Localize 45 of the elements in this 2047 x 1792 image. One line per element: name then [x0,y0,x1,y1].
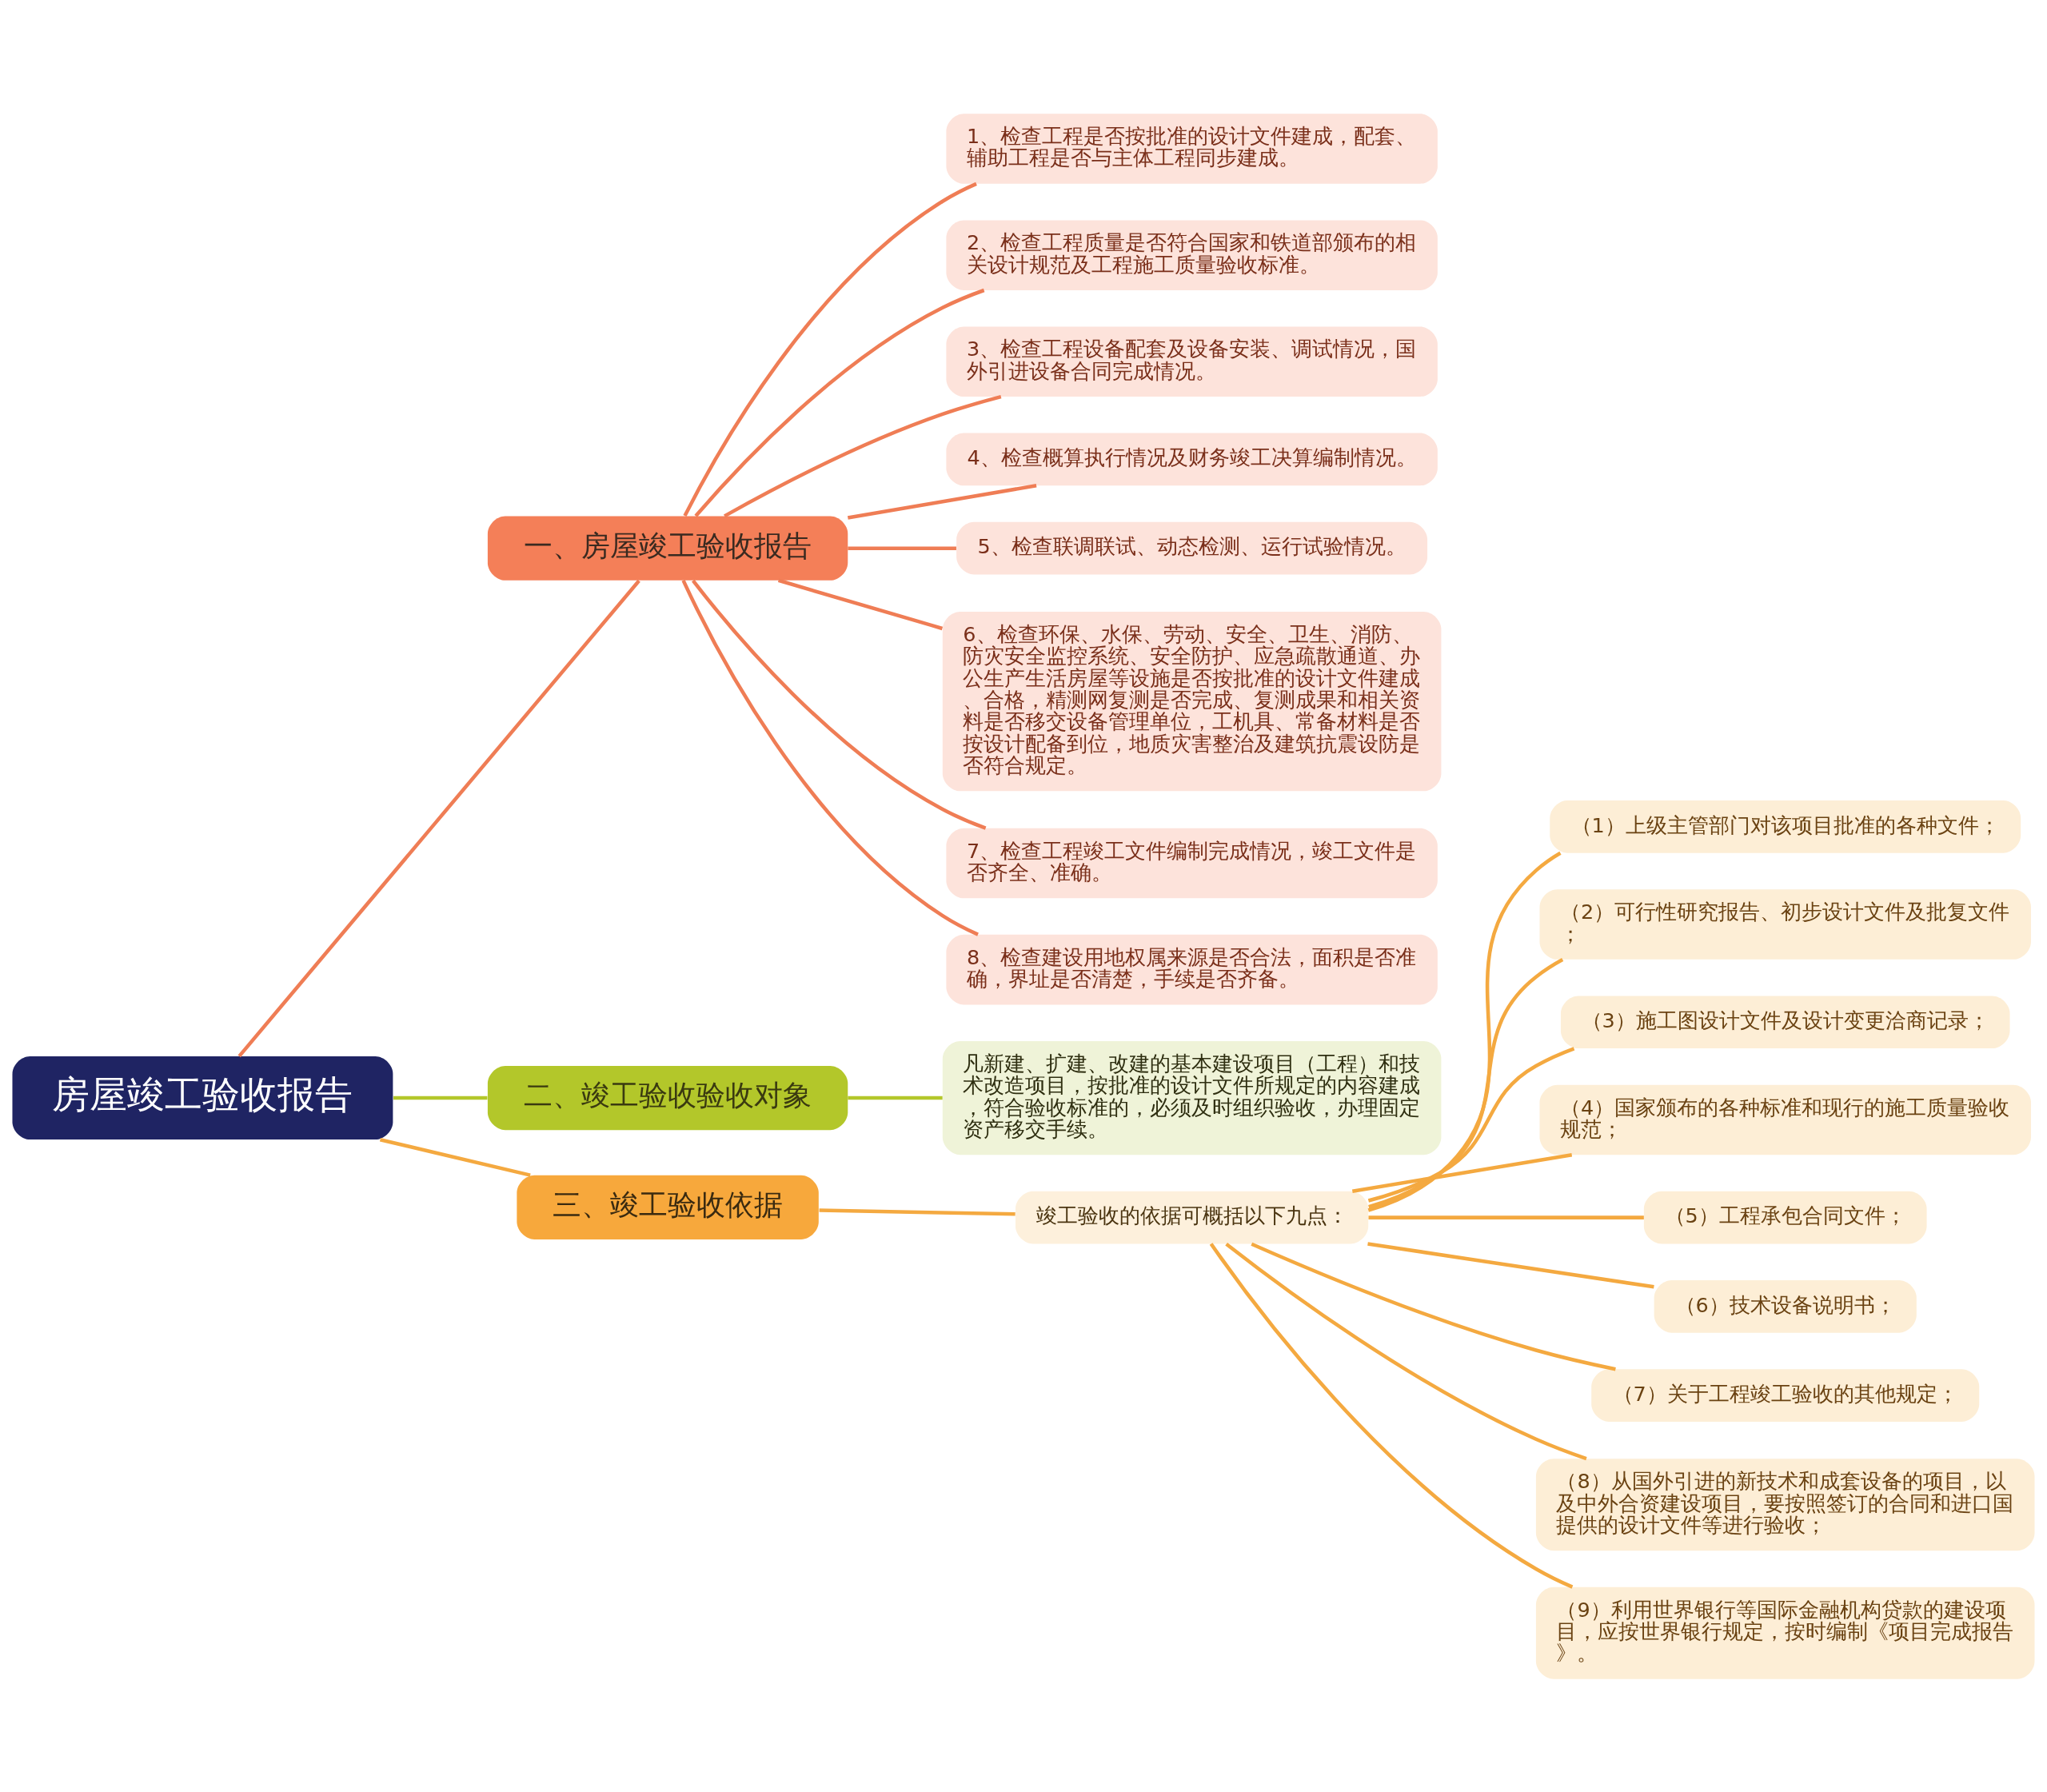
connector [777,578,944,630]
node-box: （5）工程承包合同文件； [1643,1191,1927,1243]
node-box: （3）施工图设计文件及设计变更洽商记录； [1560,995,2010,1048]
node-box: 竣工验收的依据可概括以下九点： [1015,1191,1369,1243]
connector [1368,1215,1644,1219]
connector [1367,1241,1654,1289]
node-box: （9）利用世界银行等国际金融机构贷款的建设项目，应按世界银行规定，按时编制《项目完成报告》。 [1535,1586,2035,1679]
connector [691,579,987,830]
node-box: （4）国家颁布的各种标准和现行的施工质量验收规范； [1539,1084,2031,1155]
node-box: （7）关于工程竣工验收的其他规定； [1591,1368,1980,1422]
node-box: 三、竣工验收依据 [517,1175,819,1239]
connector [681,579,979,936]
node-box: 3、检查工程设备配套及设备安装、调试情况，国外引进设备合同完成情况。 [946,326,1438,397]
node-box: （1）上级主管部门对该项目批准的各种文件； [1550,800,2021,853]
node-box: 1、检查工程是否按批准的设计文件建成，配套、辅助工程是否与主体工程同步建成。 [946,113,1438,184]
connector [683,182,977,517]
node-box: （8）从国外引进的新技术和成套设备的项目，以及中外合资建设项目，要按照签订的合同和进口国提供的设计文件等进行验收； [1535,1458,2035,1551]
node-box: 5、检查联调联试、动态检测、运行试验情况。 [956,521,1428,574]
connector [393,1096,488,1100]
connector [694,288,985,517]
connector [1367,851,1562,1212]
connector [237,579,640,1057]
connector [1368,957,1564,1208]
node-box: （2）可行性研究报告、初步设计文件及批复文件； [1539,888,2031,960]
connector [848,545,956,550]
connector [379,1137,531,1177]
connector [1351,1152,1573,1193]
connector [724,394,1002,517]
connector [847,483,1037,520]
connector [848,1096,943,1100]
connector [1225,1242,1587,1460]
connector [1209,1242,1574,1589]
node-box: 房屋竣工验收报告 [12,1056,393,1139]
node-box: （6）技术设备说明书； [1654,1279,1917,1333]
connector [1251,1242,1616,1371]
connector [819,1207,1016,1216]
connector [1367,1046,1575,1203]
node-box: 2、检查工程质量是否符合国家和铁道部颁布的相关设计规范及工程施工质量验收标准。 [946,219,1438,290]
node-box: 6、检查环保、水保、劳动、安全、卫生、消防、防灾安全监控系统、安全防护、应急疏散通道、办公生产生活房屋等设施是否按批准的设计文件建成、合格，精测网复测是否完成、复测成果和相关资料是否移交设备管理单位，工机具、常备材料是否按设计配备到位，地质灾害整治及建筑抗震设防是否符合规定。 [942,611,1442,791]
node-box: 凡新建、扩建、改建的基本建设项目（工程）和技术改造项目，按批准的设计文件所规定的内容建成，符合验收标准的，必须及时组织验收，办理固定资产移交手续。 [942,1040,1442,1155]
node-box: 二、竣工验收验收对象 [487,1065,848,1130]
node-box: 7、检查工程竣工文件编制完成情况，竣工文件是否齐全、准确。 [946,828,1438,898]
node-box: 4、检查概算执行情况及财务竣工决算编制情况。 [946,433,1438,485]
node-box: 一、房屋竣工验收报告 [487,516,848,581]
node-box: 8、检查建设用地权属来源是否合法，面积是否准确，界址是否清楚，手续是否齐备。 [946,934,1438,1004]
